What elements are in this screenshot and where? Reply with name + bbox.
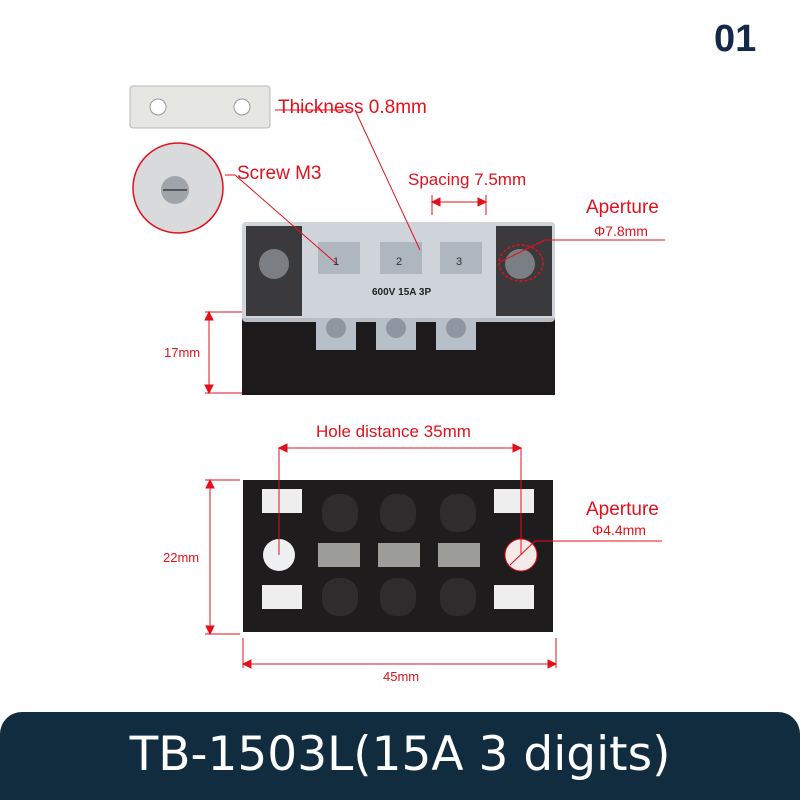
screw-closeup (132, 142, 224, 234)
terminal-3: 3 (456, 256, 463, 268)
rating-marking: 600V 15A 3P (372, 287, 432, 298)
connector-plate (129, 85, 271, 129)
page-number: 01 (714, 18, 757, 60)
terminal-block-top-view (242, 222, 555, 395)
aperture-top-label: Aperture (586, 197, 659, 218)
product-title: TB-1503L(15A 3 digits) (129, 727, 671, 782)
title-banner (0, 712, 800, 800)
height-top-label: 17mm (164, 345, 201, 360)
height-bottom-label: 22mm (163, 550, 200, 565)
dimension-lines (204, 109, 665, 669)
aperture-bottom-label: Aperture (586, 499, 659, 520)
terminal-block-bottom-view (243, 480, 553, 632)
spacing-label: Spacing 7.5mm (408, 170, 527, 189)
hole-distance-label: Hole distance 35mm (316, 422, 471, 441)
terminal-1: 1 (333, 256, 340, 268)
aperture-top-size: Φ7.8mm (594, 223, 648, 239)
terminal-2: 2 (396, 256, 403, 268)
screw-label: Screw M3 (237, 163, 322, 184)
aperture-bottom-size: Φ4.4mm (592, 522, 646, 538)
thickness-label: Thickness 0.8mm (278, 97, 427, 118)
width-label: 45mm (383, 669, 420, 684)
